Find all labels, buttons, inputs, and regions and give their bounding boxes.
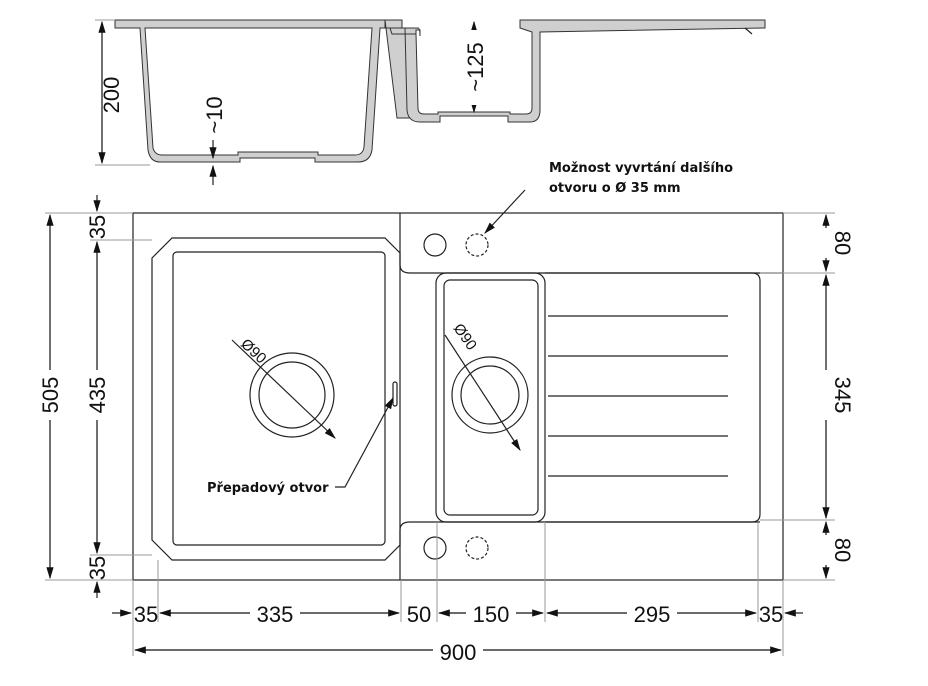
dim-total-width: 900	[440, 640, 477, 665]
dim-inner-depth: 435	[85, 377, 110, 414]
dim-depth-small: ~125	[463, 42, 488, 92]
section-view: 200 ~10 ~125	[95, 19, 766, 185]
dim-label-bg	[463, 30, 485, 105]
rim-step-bottom	[399, 521, 760, 580]
plan-view: Ø90 Ø90 Možnost vyvrtání dalšího otvoru …	[38, 161, 855, 665]
large-bowl-inner	[172, 251, 386, 546]
large-bowl-profile	[114, 19, 386, 163]
note-overflow: Přepadový otvor	[207, 481, 329, 496]
small-bowl-inner	[443, 279, 539, 516]
dim-bottom-1: 335	[257, 602, 294, 627]
drainboard-ribs	[548, 315, 728, 477]
large-bowl-outer	[151, 237, 401, 561]
optional-hole	[465, 536, 489, 560]
overflow-leader	[335, 396, 394, 488]
large-drain-inner	[258, 361, 326, 429]
dim-bottom-0: 35	[134, 602, 158, 627]
small-drain-inner	[460, 365, 520, 425]
dim-bottom-4: 295	[634, 602, 671, 627]
sink-outline	[132, 212, 784, 581]
dim-label-bg	[814, 370, 838, 420]
dim-right-top: 80	[830, 231, 855, 255]
dim-right-middle: 345	[830, 377, 855, 414]
dim-bottom-2: 50	[407, 602, 431, 627]
note-extra-hole-line2: otvoru o Ø 35 mm	[549, 181, 681, 196]
small-bowl-body	[385, 19, 766, 123]
dim-bottom-5: 35	[759, 602, 783, 627]
drain-dim-line	[444, 334, 521, 452]
tap-hole	[423, 233, 447, 257]
dim-depth-large: 200	[99, 77, 124, 114]
left-dimensions: 505 435 35 35	[38, 195, 152, 598]
tap-hole	[423, 536, 447, 560]
dim-total-depth: 505	[38, 377, 63, 414]
dim-label-bg	[250, 600, 300, 626]
note-leader	[484, 189, 526, 234]
drain-dim-line	[231, 339, 336, 439]
dim-bottom-thickness: ~10	[202, 96, 227, 133]
right-dimensions: 80 345 80	[760, 212, 855, 581]
dim-label-bg	[433, 636, 483, 664]
dim-label-bg	[38, 370, 62, 420]
dim-right-bottom: 80	[830, 538, 855, 562]
rim-step	[399, 213, 783, 274]
dim-label-bg	[814, 228, 838, 258]
small-bowl-outer	[435, 272, 546, 523]
small-drain-outer	[451, 356, 529, 434]
dim-bottom-3: 150	[473, 602, 510, 627]
dim-label-bg	[466, 600, 516, 626]
large-drain-outer	[249, 352, 335, 438]
dim-label-bg	[627, 600, 677, 626]
overflow-hole	[392, 381, 398, 407]
note-extra-hole-line1: Možnost vyvrtání dalšího	[549, 161, 733, 176]
optional-hole	[465, 233, 489, 257]
drainboard	[545, 272, 761, 523]
dim-label-bg	[814, 535, 838, 565]
drainboard-lip	[744, 27, 753, 35]
dim-bottom-margin: 35	[85, 556, 110, 580]
dim-label-bg	[85, 370, 109, 420]
dim-top-margin: 35	[85, 215, 110, 239]
bottom-dimensions: 35 335 50 150 295 35 900	[112, 522, 803, 665]
